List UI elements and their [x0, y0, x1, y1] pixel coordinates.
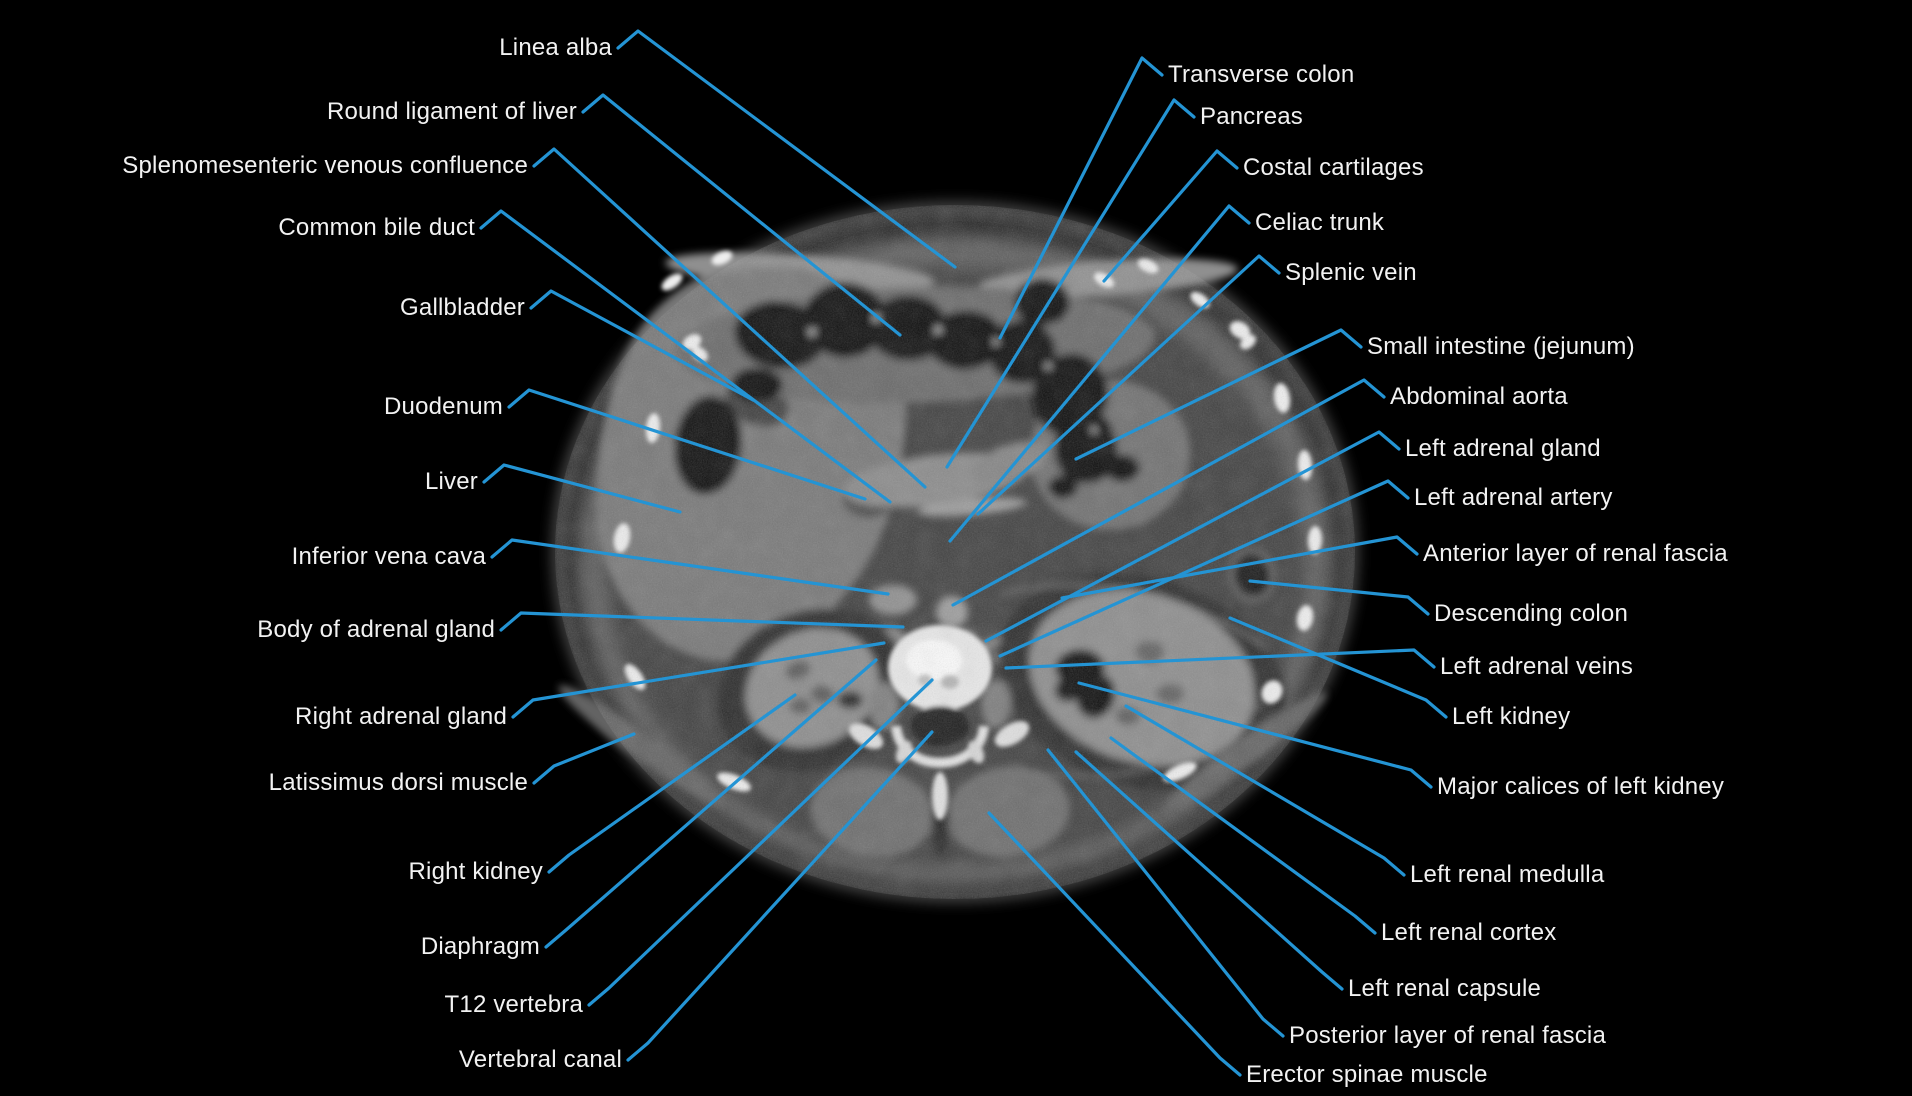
- label-posterior-layer-of-renal-fascia[interactable]: Posterior layer of renal fascia: [1289, 1022, 1607, 1049]
- label-splenomesenteric-venous-confluence[interactable]: Splenomesenteric venous confluence: [122, 152, 528, 179]
- label-body-of-adrenal-gland[interactable]: Body of adrenal gland: [257, 616, 495, 643]
- leader-line-left-kidney: [1228, 616, 1448, 719]
- label-common-bile-duct[interactable]: Common bile duct: [278, 214, 475, 241]
- label-round-ligament-of-liver[interactable]: Round ligament of liver: [326, 98, 577, 125]
- label-left-renal-cortex[interactable]: Left renal cortex: [1381, 919, 1557, 946]
- leader-line-major-calices-of-left-kidney: [1077, 681, 1433, 789]
- label-transverse-colon[interactable]: Transverse colon: [1168, 61, 1355, 88]
- leader-line-left-adrenal-gland: [984, 430, 1401, 643]
- leader-line-left-adrenal-artery: [998, 479, 1410, 658]
- leader-line-splenomesenteric-venous-confluence: [532, 147, 927, 489]
- label-left-adrenal-gland[interactable]: Left adrenal gland: [1405, 435, 1601, 462]
- label-liver[interactable]: Liver: [424, 468, 478, 495]
- label-latissimus-dorsi-muscle[interactable]: Latissimus dorsi muscle: [268, 769, 528, 796]
- leader-line-left-renal-cortex: [1109, 736, 1377, 935]
- label-splenic-vein[interactable]: Splenic vein: [1285, 259, 1417, 286]
- leader-line-abdominal-aorta: [951, 378, 1386, 607]
- label-duodenum[interactable]: Duodenum: [383, 393, 503, 420]
- label-right-adrenal-gland[interactable]: Right adrenal gland: [295, 703, 507, 730]
- label-erector-spinae-muscle[interactable]: Erector spinae muscle: [1246, 1061, 1488, 1088]
- leader-line-latissimus-dorsi-muscle: [532, 732, 636, 785]
- label-celiac-trunk[interactable]: Celiac trunk: [1255, 209, 1385, 236]
- leader-line-common-bile-duct: [479, 209, 892, 504]
- label-major-calices-of-left-kidney[interactable]: Major calices of left kidney: [1437, 773, 1725, 800]
- label-diaphragm[interactable]: Diaphragm: [420, 933, 540, 960]
- leader-line-left-renal-capsule: [1074, 750, 1344, 991]
- label-left-renal-medulla[interactable]: Left renal medulla: [1410, 861, 1605, 888]
- leader-line-right-kidney: [547, 693, 797, 874]
- leader-line-t12-vertebra: [587, 678, 934, 1007]
- leader-line-left-renal-medulla: [1124, 704, 1406, 877]
- label-costal-cartilages[interactable]: Costal cartilages: [1243, 154, 1424, 181]
- leader-line-vertebral-canal: [626, 730, 934, 1062]
- label-small-intestine-jejunum[interactable]: Small intestine (jejunum): [1367, 333, 1635, 360]
- label-left-renal-capsule[interactable]: Left renal capsule: [1348, 975, 1542, 1002]
- leader-line-pancreas: [945, 98, 1196, 469]
- label-anterior-layer-of-renal-fascia[interactable]: Anterior layer of renal fascia: [1423, 540, 1728, 567]
- leader-line-linea-alba: [616, 29, 957, 269]
- leader-line-descending-colon: [1248, 579, 1430, 616]
- label-left-adrenal-artery[interactable]: Left adrenal artery: [1414, 484, 1613, 511]
- label-vertebral-canal[interactable]: Vertebral canal: [458, 1046, 622, 1073]
- label-t12-vertebra[interactable]: T12 vertebra: [444, 991, 583, 1018]
- leader-line-round-ligament-of-liver: [581, 93, 902, 337]
- label-descending-colon[interactable]: Descending colon: [1434, 600, 1628, 627]
- label-linea-alba[interactable]: Linea alba: [499, 34, 612, 61]
- label-pancreas[interactable]: Pancreas: [1200, 103, 1303, 130]
- leader-line-erector-spinae-muscle: [987, 811, 1242, 1077]
- leader-line-transverse-colon: [998, 56, 1164, 340]
- leader-line-splenic-vein: [976, 254, 1281, 516]
- label-left-adrenal-veins[interactable]: Left adrenal veins: [1440, 653, 1634, 680]
- leader-line-right-adrenal-gland: [511, 641, 886, 719]
- leader-line-small-intestine-jejunum: [1074, 328, 1363, 461]
- leader-line-celiac-trunk: [948, 204, 1251, 543]
- leader-line-inferior-vena-cava: [490, 538, 890, 596]
- leader-line-duodenum: [507, 388, 867, 501]
- label-gallbladder[interactable]: Gallbladder: [400, 294, 525, 321]
- leader-line-gallbladder: [529, 289, 755, 402]
- leader-line-costal-cartilages: [1102, 149, 1239, 283]
- label-right-kidney[interactable]: Right kidney: [408, 858, 543, 885]
- leader-line-liver: [482, 463, 682, 514]
- label-abdominal-aorta[interactable]: Abdominal aorta: [1390, 383, 1568, 410]
- label-left-kidney[interactable]: Left kidney: [1452, 703, 1571, 730]
- leader-line-left-adrenal-veins: [1004, 648, 1436, 670]
- leader-line-body-of-adrenal-gland: [499, 611, 905, 632]
- leader-line-anterior-layer-of-renal-fascia: [1060, 535, 1419, 600]
- leader-line-diaphragm: [544, 658, 878, 949]
- leader-line-posterior-layer-of-renal-fascia: [1046, 748, 1285, 1038]
- label-inferior-vena-cava[interactable]: Inferior vena cava: [291, 543, 486, 570]
